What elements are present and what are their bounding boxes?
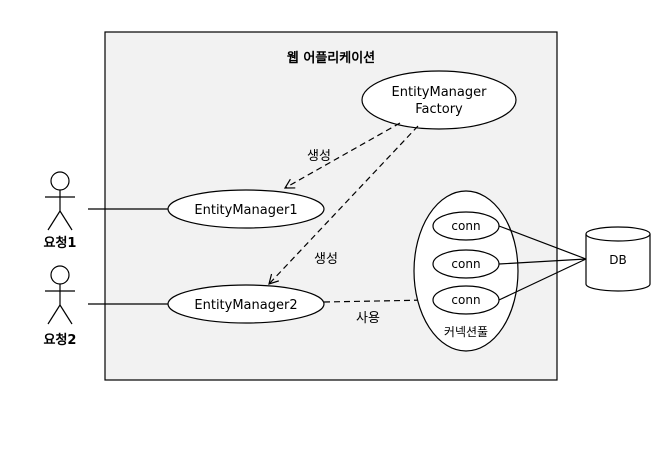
actor2-label: 요청2 bbox=[44, 332, 77, 348]
db-label: DB bbox=[609, 253, 626, 267]
use-edge bbox=[323, 294, 431, 306]
em1-label: EntityManager1 bbox=[194, 203, 297, 218]
connection-pool-label: 커넥션풀 bbox=[444, 325, 488, 339]
create-edge-em1 bbox=[283, 122, 401, 189]
create-edge-em2 bbox=[268, 125, 419, 285]
conn-label-3: conn bbox=[451, 293, 480, 307]
use-label: 사용 bbox=[356, 311, 380, 326]
database-cylinder bbox=[585, 226, 651, 292]
conn2-db-line bbox=[498, 258, 587, 265]
container-title: 웹 어플리케이션 bbox=[287, 50, 375, 66]
conn-label-2: conn bbox=[451, 257, 480, 271]
emf-label-line2: Factory bbox=[415, 102, 463, 117]
actor1-stick-figure bbox=[45, 171, 75, 231]
conn3-db-line bbox=[498, 258, 587, 301]
entity-manager-factory-node bbox=[361, 70, 517, 130]
em2-label: EntityManager2 bbox=[194, 298, 297, 313]
actor1-label: 요청1 bbox=[44, 235, 77, 251]
actor2-stick-figure bbox=[45, 265, 75, 325]
create-label-2: 생성 bbox=[314, 252, 338, 267]
conn-label-1: conn bbox=[451, 219, 480, 233]
conn1-db-line bbox=[498, 225, 587, 260]
emf-label-line1: EntityManager bbox=[392, 85, 488, 100]
create-label-1: 생성 bbox=[307, 149, 331, 164]
